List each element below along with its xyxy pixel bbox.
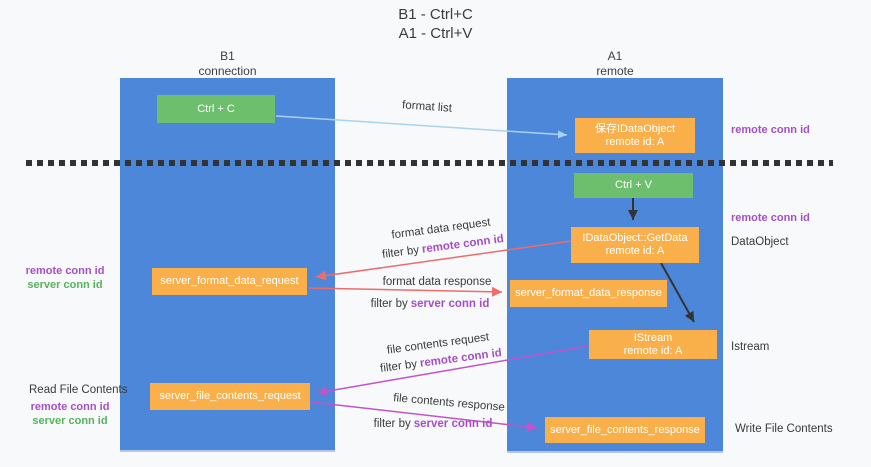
remote-conn-id-text: remote conn id — [30, 401, 110, 413]
title-line-1: B1 - Ctrl+C — [398, 6, 473, 23]
filter-by-text: filter by — [373, 418, 411, 430]
remote-conn-id-text: remote conn id — [421, 233, 505, 256]
remote-conn-id-annotation-mid: remote conn id — [731, 212, 810, 224]
format-data-response-label: format data response — [382, 276, 492, 288]
dataobject-annotation: DataObject — [731, 236, 789, 248]
server-conn-id-text: server conn id — [413, 418, 493, 430]
filter-by-text: filter by — [370, 298, 408, 310]
getdata-line2: remote id: A — [605, 245, 665, 257]
server-format-data-request-label: server_format_data_request — [160, 275, 299, 287]
remote-conn-id-text: remote conn id — [25, 265, 105, 277]
right-column-name: A1 — [607, 49, 623, 63]
ctrl-v-box: Ctrl + V — [574, 173, 693, 198]
server-format-data-request-box: server_format_data_request — [152, 268, 307, 295]
istream-annotation: Istream — [731, 341, 770, 353]
ctrl-v-label: Ctrl + V — [615, 179, 652, 191]
diagram-title: B1 - Ctrl+C A1 - Ctrl+V — [0, 5, 871, 43]
file-contents-response-label: file contents response — [392, 392, 506, 414]
remote-conn-id-annotation-top: remote conn id — [731, 124, 810, 136]
title-line-2: A1 - Ctrl+V — [398, 25, 473, 42]
right-column-subtitle: remote — [596, 64, 634, 78]
istream-line2: remote id: A — [623, 344, 683, 357]
filter-by-text: filter by — [381, 244, 420, 261]
server-file-contents-request-label: server_file_contents_request — [159, 390, 301, 402]
left-column-subtitle: connection — [198, 64, 257, 78]
format-data-response-arrow — [308, 286, 503, 297]
write-file-contents-annotation: Write File Contents — [735, 423, 833, 435]
server-format-data-response-box: server_format_data_response — [510, 280, 667, 307]
filter-by-text: filter by — [379, 358, 418, 375]
server-conn-id-text: server conn id — [27, 279, 103, 291]
istream-box: IStream remote id: A — [589, 330, 717, 359]
server-file-contents-response-label: server_file_contents_response — [550, 423, 700, 436]
left-column-name: B1 — [220, 49, 235, 63]
server-file-contents-request-box: server_file_contents_request — [150, 383, 310, 410]
server-file-contents-response-box: server_file_contents_response — [545, 417, 705, 443]
getdata-line1: IDataObject::GetData — [582, 232, 688, 244]
saved-dataobject-box: 保存IDataObject remote id: A — [575, 118, 695, 153]
left-column-header: B1 connection — [120, 49, 335, 79]
ctrl-c-box: Ctrl + C — [157, 95, 275, 123]
istream-line1: IStream — [633, 331, 673, 344]
server-conn-id-text: server conn id — [32, 415, 108, 427]
saved-dataobject-line1: 保存IDataObject — [594, 122, 676, 135]
server-conn-id-text: server conn id — [410, 298, 490, 310]
ctrl-c-label: Ctrl + C — [197, 102, 235, 115]
getdata-box: IDataObject::GetData remote id: A — [571, 227, 699, 263]
saved-dataobject-line2: remote id: A — [605, 135, 665, 148]
right-column-header: A1 remote — [507, 49, 723, 79]
file-request-conn-ids-annotation: remote conn id server conn id — [24, 400, 116, 428]
server-format-data-response-label: server_format_data_response — [515, 287, 662, 299]
format-list-label: format list — [401, 99, 453, 115]
format-request-conn-ids-annotation: remote conn id server conn id — [20, 264, 110, 292]
read-file-contents-annotation: Read File Contents — [29, 384, 128, 396]
